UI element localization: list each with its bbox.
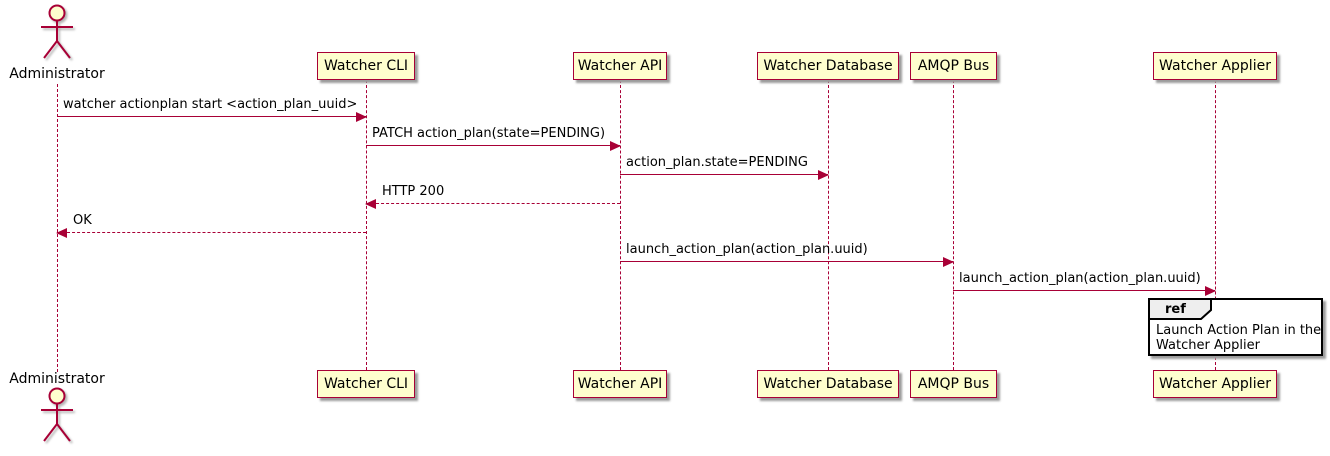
- message-label: OK: [73, 213, 92, 228]
- ref-fragment: ref Launch Action Plan in the Watcher Ap…: [1148, 298, 1323, 356]
- actor-label-top: Administrator: [9, 66, 105, 82]
- message-line: [57, 232, 366, 233]
- lifeline-watcher-cli: [365, 80, 367, 370]
- message-line: [620, 174, 828, 175]
- message-patch-action-plan: PATCH action_plan(state=PENDING): [366, 126, 621, 151]
- participant-watcher-api-top: Watcher API: [573, 52, 667, 80]
- participant-watcher-cli-bottom: Watcher CLI: [317, 370, 415, 398]
- ref-tab-icon: [1148, 298, 1212, 320]
- arrowhead-right-icon: [943, 257, 954, 267]
- message-http-200: HTTP 200: [365, 184, 620, 209]
- arrowhead-left-icon: [365, 199, 376, 209]
- message-state-pending: action_plan.state=PENDING: [620, 155, 829, 180]
- arrowhead-right-icon: [610, 141, 621, 151]
- arrowhead-right-icon: [818, 170, 829, 180]
- participant-watcher-applier-bottom: Watcher Applier: [1153, 370, 1277, 398]
- ref-text: Launch Action Plan in the Watcher Applie…: [1156, 323, 1321, 353]
- message-label: PATCH action_plan(state=PENDING): [372, 126, 606, 141]
- arrowhead-right-icon: [356, 112, 367, 122]
- message-start-actionplan: watcher actionplan start <action_plan_uu…: [57, 97, 367, 122]
- message-label: HTTP 200: [382, 184, 445, 199]
- arrowhead-left-icon: [56, 228, 67, 238]
- actor-label-bottom: Administrator: [9, 371, 105, 387]
- participant-watcher-database-bottom: Watcher Database: [757, 370, 899, 398]
- ref-text-line2: Watcher Applier: [1156, 338, 1260, 353]
- message-launch-action-plan-amqp: launch_action_plan(action_plan.uuid): [620, 242, 954, 267]
- participant-watcher-api-bottom: Watcher API: [573, 370, 667, 398]
- actor-icon-top: [41, 4, 73, 59]
- participant-watcher-applier-top: Watcher Applier: [1153, 52, 1277, 80]
- message-launch-action-plan-applier: launch_action_plan(action_plan.uuid): [953, 271, 1216, 296]
- message-label: action_plan.state=PENDING: [626, 155, 808, 170]
- actor-icon-bottom: [41, 387, 73, 442]
- message-label: watcher actionplan start <action_plan_uu…: [63, 97, 358, 112]
- participant-watcher-database-top: Watcher Database: [757, 52, 899, 80]
- lifeline-watcher-database: [827, 80, 829, 370]
- participant-amqp-bus-top: AMQP Bus: [910, 52, 997, 80]
- participant-watcher-cli-top: Watcher CLI: [317, 52, 415, 80]
- ref-keyword: ref: [1165, 302, 1186, 317]
- arrowhead-right-icon: [1205, 286, 1216, 296]
- message-label: launch_action_plan(action_plan.uuid): [626, 242, 868, 257]
- message-line: [953, 290, 1215, 291]
- message-ok: OK: [56, 213, 366, 238]
- message-line: [366, 203, 620, 204]
- message-label: launch_action_plan(action_plan.uuid): [959, 271, 1201, 286]
- message-line: [57, 116, 366, 117]
- lifeline-watcher-applier: [1214, 80, 1216, 370]
- lifeline-watcher-api: [619, 80, 621, 370]
- message-line: [366, 145, 620, 146]
- lifeline-amqp-bus: [952, 80, 954, 370]
- participant-amqp-bus-bottom: AMQP Bus: [910, 370, 997, 398]
- ref-text-line1: Launch Action Plan in the: [1156, 323, 1322, 338]
- message-line: [620, 261, 953, 262]
